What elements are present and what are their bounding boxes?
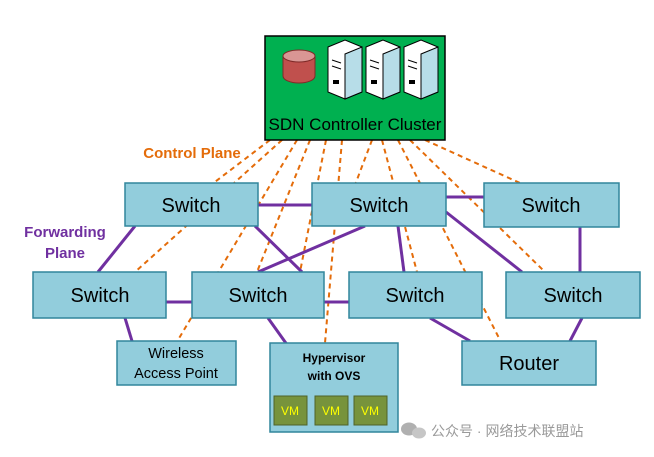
- vm-box[interactable]: VM: [314, 395, 349, 426]
- forwarding-plane-label: Forwarding: [24, 224, 106, 241]
- switch-node[interactable]: Switch: [191, 271, 325, 319]
- server-icon: [403, 39, 439, 100]
- database-icon: [282, 49, 316, 84]
- wechat-icon: [401, 422, 426, 439]
- vm-box[interactable]: VM: [353, 395, 388, 426]
- sdn-controller-cluster: SDN Controller Cluster: [264, 35, 446, 141]
- server-icon: [327, 39, 363, 100]
- vm-box[interactable]: VM: [273, 395, 308, 426]
- switch-node[interactable]: Switch: [348, 271, 483, 319]
- watermark: 公众号 · 网络技术联盟站: [401, 422, 583, 439]
- server-icon: [365, 39, 401, 100]
- switch-label: Switch: [386, 285, 445, 307]
- switch-node[interactable]: Switch: [483, 182, 620, 228]
- switch-node[interactable]: Switch: [124, 182, 259, 227]
- forwarding-plane-label: Plane: [45, 245, 85, 262]
- forwarding-plane-links: [96, 195, 584, 347]
- controller-label: SDN Controller Cluster: [269, 115, 442, 134]
- router-node[interactable]: Router: [461, 340, 597, 386]
- vm-label: VM: [361, 404, 379, 418]
- vm-label: VM: [322, 404, 340, 418]
- switch-label: Switch: [522, 195, 581, 217]
- vm-label: VM: [281, 404, 299, 418]
- hypervisor-label: Hypervisor: [303, 351, 366, 365]
- switch-label: Switch: [71, 285, 130, 307]
- router-label: Router: [499, 353, 559, 375]
- wireless-access-point-node[interactable]: Wireless Access Point: [116, 340, 237, 386]
- wap-label: Wireless: [148, 346, 204, 362]
- control-plane-label: Control Plane: [143, 145, 241, 162]
- hypervisor-node[interactable]: Hypervisor with OVS VM VM VM: [269, 342, 399, 433]
- switch-label: Switch: [544, 285, 603, 307]
- switch-label: Switch: [350, 195, 409, 217]
- switch-node[interactable]: Switch: [311, 182, 447, 227]
- switch-node[interactable]: Switch: [32, 271, 167, 319]
- wap-label: Access Point: [134, 366, 218, 382]
- control-plane-links: [134, 139, 546, 344]
- switch-node[interactable]: Switch: [505, 271, 641, 319]
- hypervisor-label: with OVS: [307, 369, 361, 383]
- switch-label: Switch: [229, 285, 288, 307]
- watermark-text: 公众号 · 网络技术联盟站: [431, 423, 583, 439]
- switch-label: Switch: [162, 195, 221, 217]
